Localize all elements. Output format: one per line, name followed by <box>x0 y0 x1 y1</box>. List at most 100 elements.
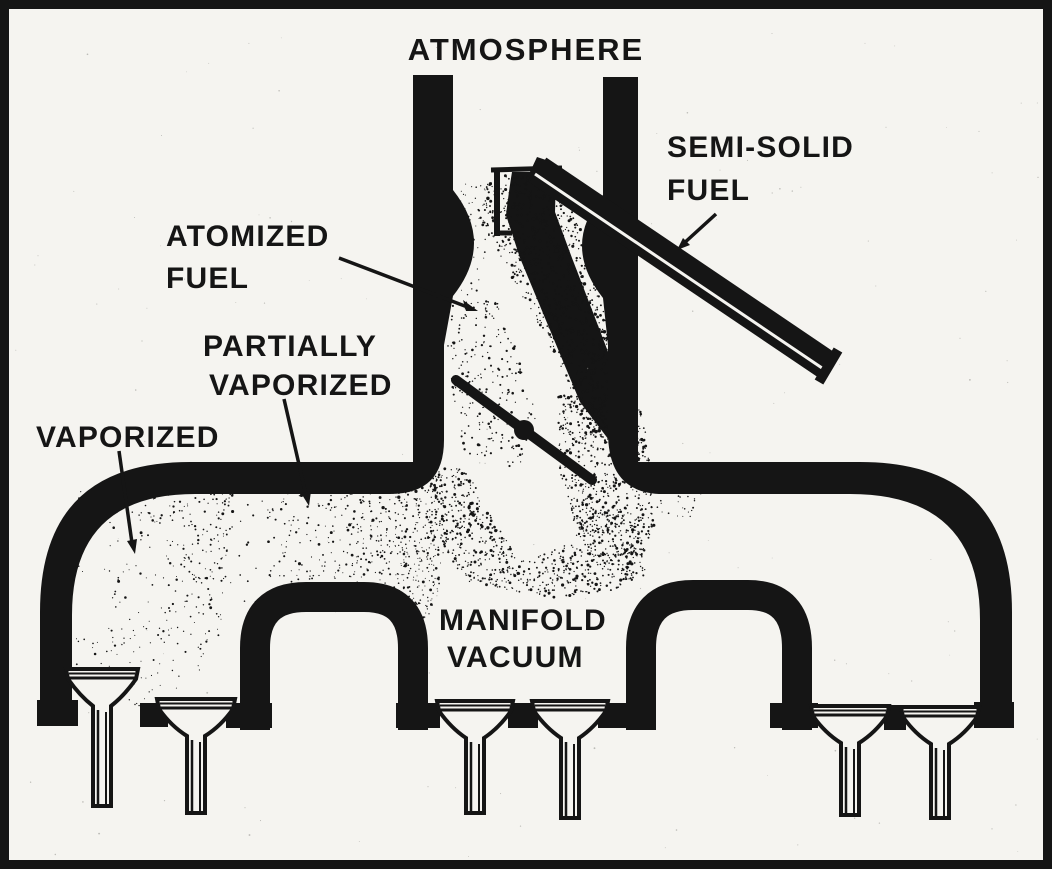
spray-dot <box>459 389 461 392</box>
spray-dot <box>110 650 112 652</box>
spray-dot <box>385 535 387 537</box>
spray-dot <box>436 46 438 49</box>
spray-dot <box>415 550 418 553</box>
spray-dot <box>447 550 450 554</box>
spray-dot <box>462 566 465 568</box>
spray-dot <box>109 545 111 547</box>
spray-dot <box>476 443 480 447</box>
spray-dot <box>376 550 379 553</box>
spray-dot <box>425 612 427 614</box>
spray-dot <box>580 525 583 527</box>
spray-dot <box>560 208 562 211</box>
spray-dot <box>425 549 428 551</box>
spray-dot <box>646 459 648 461</box>
spray-dot <box>405 504 408 507</box>
spray-dot <box>625 496 629 500</box>
spray-dot <box>767 775 769 777</box>
spray-dot <box>590 357 594 360</box>
spray-dot <box>589 417 592 420</box>
spray-dot <box>586 579 589 582</box>
spray-dot <box>526 398 528 400</box>
spray-dot <box>458 340 461 342</box>
spray-dot <box>621 517 623 520</box>
spray-dot <box>428 509 431 511</box>
spray-dot <box>526 180 529 182</box>
spray-dot <box>492 317 495 320</box>
spray-dot <box>593 555 595 557</box>
spray-dot <box>606 552 608 555</box>
spray-dot <box>457 331 460 334</box>
spray-dot <box>352 526 355 529</box>
spray-dot <box>574 484 577 487</box>
spray-dot <box>603 338 606 341</box>
spray-dot <box>568 433 571 435</box>
spray-dot <box>463 506 465 508</box>
spray-dot <box>593 747 596 750</box>
spray-dot <box>397 513 400 515</box>
spray-dot <box>498 244 501 246</box>
spray-dot <box>223 509 225 511</box>
spray-dot <box>592 408 595 410</box>
spray-dot <box>600 330 604 334</box>
spray-dot <box>498 569 501 571</box>
spray-dot <box>707 540 709 541</box>
spray-dot <box>573 570 575 573</box>
spray-dot <box>580 274 584 279</box>
spray-dot <box>376 526 378 528</box>
spray-dot <box>565 409 567 411</box>
spray-dot <box>176 626 179 629</box>
spray-dot <box>626 493 628 495</box>
spray-dot <box>540 247 543 249</box>
spray-dot <box>648 502 651 504</box>
spray-dot <box>576 517 578 520</box>
spray-dot <box>565 354 569 358</box>
spray-dot <box>403 561 405 564</box>
spray-dot <box>491 536 493 538</box>
spray-dot <box>458 501 462 505</box>
spray-dot <box>549 307 551 310</box>
spray-dot <box>501 545 503 548</box>
spray-dot <box>474 354 476 356</box>
runner-hump-right <box>626 580 812 730</box>
spray-dot <box>553 298 556 301</box>
spray-dot <box>621 480 624 483</box>
spray-dot <box>576 409 579 411</box>
spray-dot <box>564 298 568 301</box>
spray-dot <box>517 237 520 239</box>
spray-dot <box>613 504 616 507</box>
spray-dot <box>501 375 504 378</box>
spray-dot <box>594 372 596 374</box>
spray-dot <box>617 568 619 571</box>
spray-dot <box>213 562 216 564</box>
spray-dot <box>482 220 484 222</box>
spray-dot <box>592 361 595 364</box>
spray-dot <box>190 633 192 635</box>
spray-dot <box>154 521 156 523</box>
spray-dot <box>572 383 574 386</box>
spray-dot <box>423 550 426 553</box>
spray-dot <box>548 197 551 200</box>
spray-dot <box>561 306 564 309</box>
spray-dot <box>599 339 603 343</box>
spray-dot <box>567 487 569 489</box>
spray-dot <box>579 378 583 382</box>
spray-dot <box>560 315 562 317</box>
spray-dot <box>563 335 565 338</box>
spray-dot <box>380 538 382 540</box>
spray-dot <box>443 541 446 543</box>
spray-dot <box>587 486 590 489</box>
spray-dot <box>650 506 652 508</box>
spray-dot <box>226 548 228 551</box>
spray-dot <box>208 630 211 633</box>
spray-dot <box>538 312 541 315</box>
spray-dot <box>498 403 501 406</box>
spray-dot <box>310 556 313 558</box>
spray-dot <box>602 495 605 498</box>
spray-dot <box>508 565 510 568</box>
spray-dot <box>612 553 615 556</box>
spray-dot <box>433 564 435 566</box>
spray-dot <box>538 323 542 327</box>
spray-dot <box>524 183 527 186</box>
spray-dot <box>539 221 542 225</box>
spray-dot <box>584 442 586 445</box>
